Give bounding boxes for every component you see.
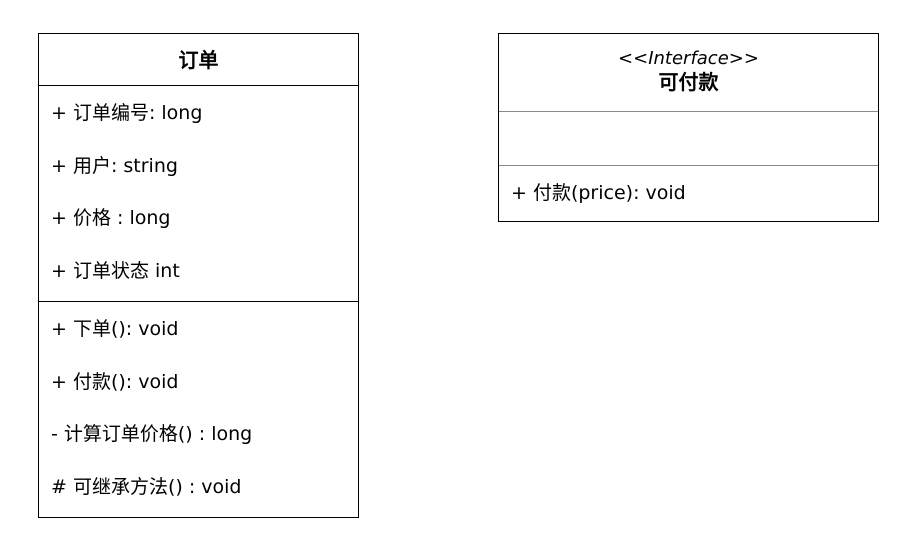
order-attribute-user: + 用户: string xyxy=(51,154,178,177)
payable-interface-name: 可付款 xyxy=(658,69,719,94)
payable-interface-box[interactable]: <<Interface>> 可付款 + 付款(price): void xyxy=(498,33,879,222)
interface-stereotype: <<Interface>> xyxy=(618,47,759,69)
order-class-box[interactable]: 订单 + 订单编号: long + 用户: string + 价格 : long… xyxy=(38,33,359,518)
order-method-pay: + 付款(): void xyxy=(51,370,179,393)
order-method-place-order: + 下单(): void xyxy=(51,318,179,340)
order-attribute-status: + 订单状态 int xyxy=(51,259,180,282)
order-attributes-compartment: + 订单编号: long + 用户: string + 价格 : long + … xyxy=(39,86,358,302)
order-attribute-price: + 价格 : long xyxy=(51,207,171,229)
payable-interface-header: <<Interface>> 可付款 xyxy=(499,34,878,112)
payable-method-pay: + 付款(price): void xyxy=(511,182,686,204)
payable-attributes-compartment xyxy=(499,112,878,166)
order-attribute-order-number: + 订单编号: long xyxy=(51,102,203,124)
order-methods-compartment: + 下单(): void + 付款(): void - 计算订单价格() : l… xyxy=(39,302,358,513)
order-method-calculate-price: - 计算订单价格() : long xyxy=(51,423,253,445)
payable-methods-compartment: + 付款(price): void xyxy=(499,166,878,220)
order-class-name: 订单 xyxy=(178,47,219,72)
order-class-header: 订单 xyxy=(39,34,358,86)
order-method-inheritable: # 可继承方法() : void xyxy=(51,475,242,498)
